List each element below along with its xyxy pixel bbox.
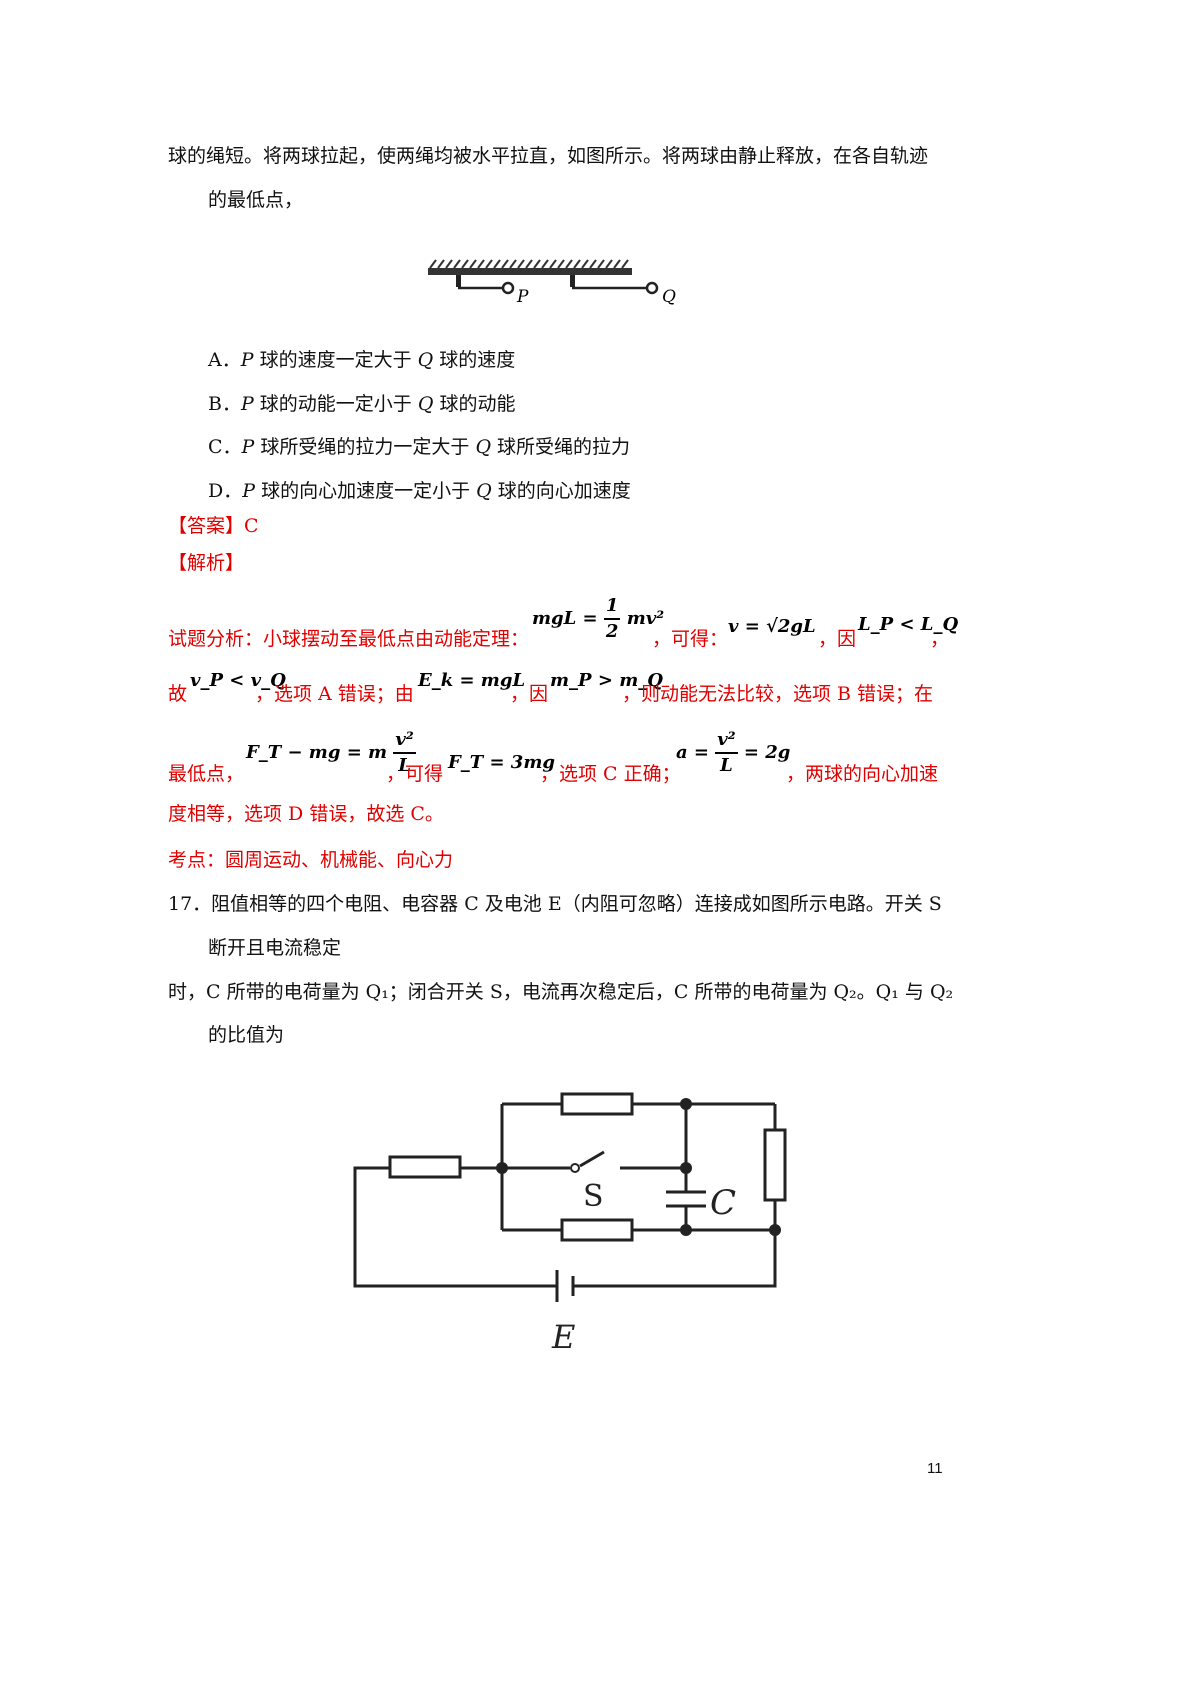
formula-energy-den: 2 [605,621,619,642]
analysis-text-2c: ，因 [510,683,549,705]
analysis-text-1a: 试题分析：小球摆动至最低点由动能定理： [168,628,530,650]
option-c-end: 球所受绳的拉力 [491,436,631,458]
analysis-text-2d: ，则动能无法比较，选项 B 错误；在 [622,683,934,705]
formula-kinetic-energy: E_k = mgL [418,670,526,691]
formula-length-compare: L_P < L_Q [858,614,959,635]
page-number: 11 [927,1460,943,1477]
option-d: D．P 球的向心加速度一定小于 Q 球的向心加速度 [208,477,631,505]
label-p: P [516,287,529,307]
option-b-var1: P [240,393,254,415]
circuit-label-c: C [710,1183,736,1223]
option-c-mid: 球所受绳的拉力一定大于 [254,436,476,458]
option-c: C．P 球所受绳的拉力一定大于 Q 球所受绳的拉力 [208,433,630,461]
circuit-label-s: S [583,1179,604,1214]
formula-acceleration-right: = 2g [743,742,791,763]
problem17-line3: 时，C 所带的电荷量为 Q₁；闭合开关 S，电流再次稳定后，C 所带的电荷量为 … [168,981,954,1003]
label-q: Q [662,287,676,307]
option-b: B．P 球的动能一定小于 Q 球的动能 [208,390,515,418]
option-a-var2: Q [417,349,434,371]
formula-energy-right: mv² [626,608,665,629]
formula-tension-num: v² [393,728,416,754]
option-c-var1: P [241,436,255,458]
option-a-var1: P [240,349,254,371]
formula-acceleration-num: v² [715,728,738,754]
formula-velocity: v = √2gL [728,616,816,637]
answer: 【答案】C [168,515,259,537]
option-b-var2: Q [417,393,434,415]
analysis-text-4: 度相等，选项 D 错误，故选 C。 [168,803,444,825]
problem16-stem-line1: 球的绳短。将两球拉起，使两绳均被水平拉直，如图所示。将两球由静止释放，在各自轨迹 [168,145,929,167]
pendulum-figure: P Q [428,259,676,307]
option-d-var1: P [242,480,256,502]
analysis-text-2b: ，选项 A 错误；由 [255,683,414,705]
option-c-prefix: C． [208,436,242,458]
option-b-mid: 球的动能一定小于 [253,393,418,415]
formula-mass-compare: m_P > m_Q [550,670,663,691]
analysis-text-3a: 最低点， [168,763,245,785]
problem17-line2: 断开且电流稳定 [208,937,342,959]
problem17-line1: 17．阻值相等的四个电阻、电容器 C 及电池 E（内阻可忽略）连接成如图所示电路… [168,893,942,915]
analysis-text-3c: ，选项 C 正确； [540,763,681,785]
formula-energy-num: 1 [603,594,621,620]
formula-energy-left: mgL = [532,608,598,629]
analysis-text-1b: ，可得： [652,628,729,650]
analysis-text-2a: 故 [168,683,188,705]
problem16-stem-line2: 的最低点， [208,189,304,211]
formula-acceleration-den: L [720,755,733,776]
option-d-mid: 球的向心加速度一定小于 [255,480,477,502]
option-a-prefix: A． [208,349,241,371]
formula-tension-left: F_T − mg = m [246,742,388,763]
option-a-end: 球的速度 [433,349,516,371]
circuit-label-e: E [551,1318,575,1356]
analysis-header: 【解析】 [168,552,245,574]
analysis-text-3d: ，两球的向心加速 [786,763,939,785]
analysis-text-3b: ，可得 [386,763,444,785]
option-d-end: 球的向心加速度 [491,480,631,502]
ball-p [501,281,515,295]
option-c-var2: Q [475,436,492,458]
problem17-line4: 的比值为 [208,1024,285,1046]
knowledge-points: 考点：圆周运动、机械能、向心力 [168,849,454,871]
formula-velocity-compare: v_P < v_Q [190,670,286,691]
formula-tension-den: L [398,755,411,776]
option-d-prefix: D． [208,480,243,502]
option-a-mid: 球的速度一定大于 [253,349,418,371]
analysis-text-1d: ， [930,628,950,650]
circuit-diagram: S C E [353,1092,787,1356]
option-d-var2: Q [476,480,492,502]
option-a: A．P 球的速度一定大于 Q 球的速度 [208,346,515,374]
ball-q [645,281,659,295]
option-b-end: 球的动能 [433,393,516,415]
formula-tension-result: F_T = 3mg [448,752,555,773]
formula-acceleration-left: a = [676,742,710,763]
analysis-text-1c: ，因 [818,628,857,650]
option-b-prefix: B． [208,393,241,415]
